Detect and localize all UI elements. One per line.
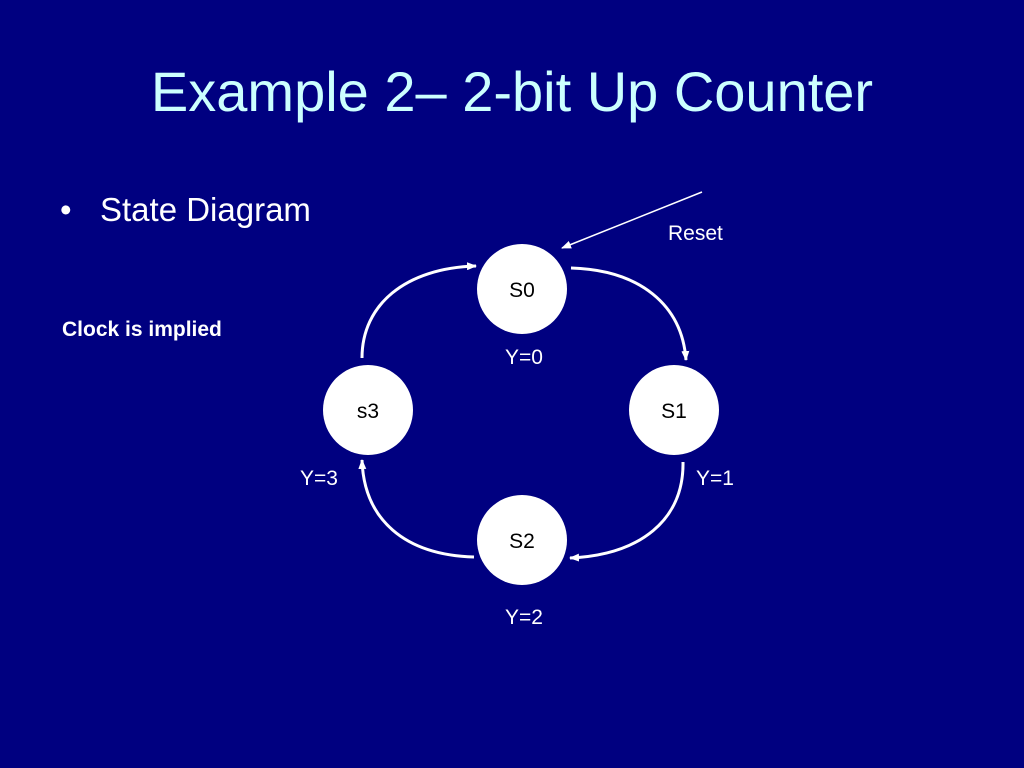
reset-arrow: [561, 191, 703, 249]
state-node-s1: [629, 365, 719, 455]
state-s0: S0: [477, 244, 567, 334]
bullet-item: • State Diagram: [60, 193, 311, 226]
state-label-s1: S1: [661, 400, 687, 423]
transition-s0-s1: [570, 266, 690, 361]
state-s2: S2: [477, 495, 567, 585]
transition-s2-s3: [358, 459, 475, 559]
state-node-s3: [323, 365, 413, 455]
bullet-text: State Diagram: [100, 191, 311, 228]
reset-label: Reset: [668, 222, 723, 245]
output-label-s3: Y=3: [300, 467, 338, 490]
state-s1: S1: [629, 365, 719, 455]
transition-s3-s0: [360, 262, 477, 359]
state-node-s2: [477, 495, 567, 585]
slide-title: Example 2– 2-bit Up Counter: [150, 60, 874, 123]
output-label-s2: Y=2: [505, 606, 543, 629]
state-label-s3: s3: [357, 400, 379, 423]
output-label-s0: Y=0: [505, 346, 543, 369]
state-label-s2: S2: [509, 530, 535, 553]
state-node-s0: [477, 244, 567, 334]
clock-note: Clock is implied: [62, 318, 222, 341]
transition-s1-s2: [569, 461, 685, 562]
output-label-s1: Y=1: [696, 467, 734, 490]
bullet-marker: •: [60, 191, 72, 228]
state-label-s0: S0: [509, 279, 535, 302]
state-s3: s3: [323, 365, 413, 455]
